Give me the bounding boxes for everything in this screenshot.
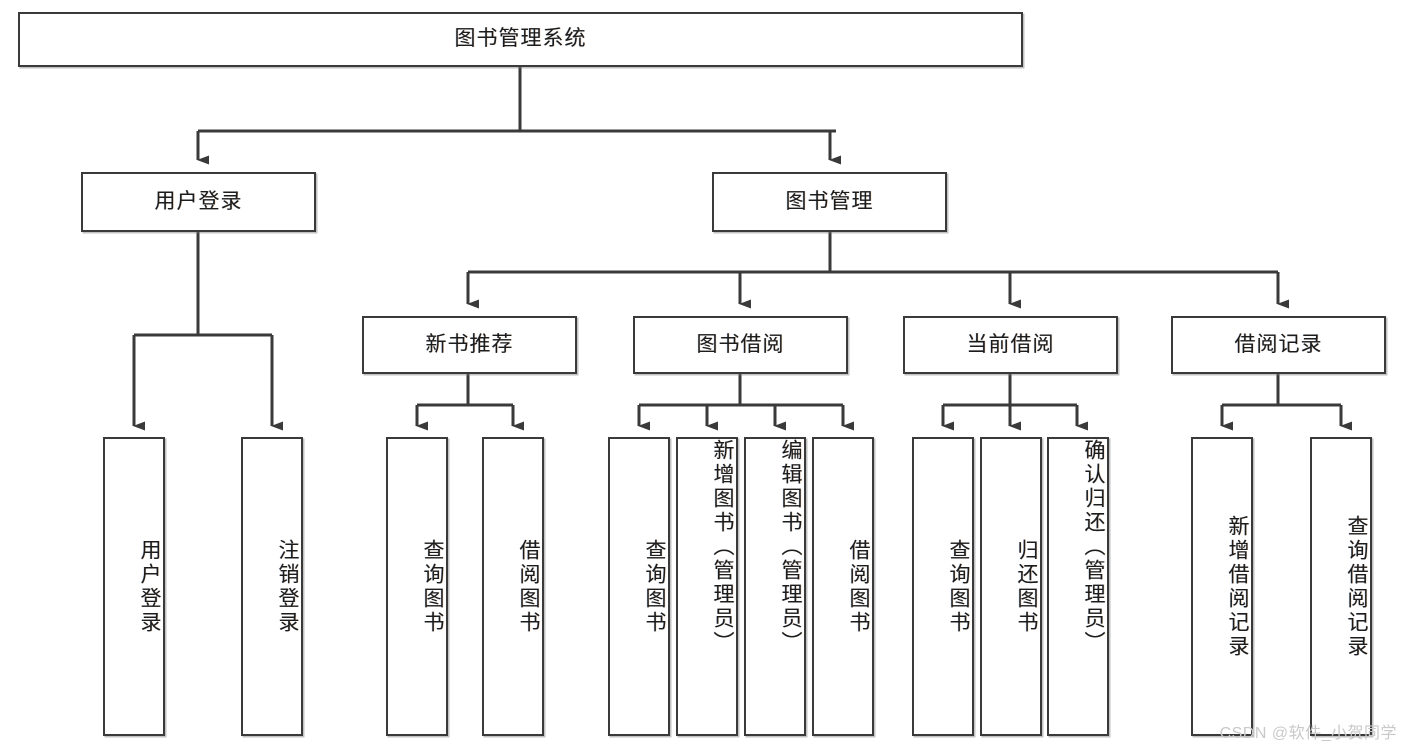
node-current-borrow-label: 当前借阅 [966, 332, 1055, 356]
node-current-borrow[interactable]: 当前借阅 [903, 316, 1118, 374]
leaf-logout[interactable]: 注销登录 [241, 437, 303, 736]
leaf-borrow-book-newbook-label: 借阅图书 [517, 538, 540, 635]
node-borrow-record-label: 借阅记录 [1234, 332, 1323, 356]
node-root-label: 图书管理系统 [454, 27, 587, 51]
leaf-user-login[interactable]: 用户登录 [103, 437, 165, 736]
leaf-logout-label: 注销登录 [276, 538, 299, 635]
leaf-add-book-admin[interactable]: 新增图书（管理员） [676, 437, 738, 736]
node-new-book-recommend[interactable]: 新书推荐 [362, 316, 577, 374]
node-new-book-recommend-label: 新书推荐 [425, 332, 514, 356]
node-user-login[interactable]: 用户登录 [81, 172, 316, 232]
leaf-borrow-book-label: 借阅图书 [847, 538, 870, 635]
leaf-return-book-label: 归还图书 [1015, 538, 1038, 635]
leaf-query-borrow-record-label: 查询借阅记录 [1345, 514, 1368, 659]
leaf-user-login-label: 用户登录 [138, 538, 161, 635]
leaf-return-book[interactable]: 归还图书 [980, 437, 1042, 736]
node-book-management[interactable]: 图书管理 [712, 172, 947, 232]
leaf-add-borrow-record-label: 新增借阅记录 [1226, 514, 1249, 659]
leaf-query-book-borrow-label: 查询图书 [643, 538, 666, 635]
leaf-edit-book-admin-label: 编辑图书（管理员） [779, 439, 802, 655]
leaf-query-book-current[interactable]: 查询图书 [912, 437, 974, 736]
leaf-add-book-admin-label: 新增图书（管理员） [711, 439, 734, 655]
node-borrow-record[interactable]: 借阅记录 [1171, 316, 1386, 374]
node-root[interactable]: 图书管理系统 [18, 12, 1023, 67]
node-user-login-label: 用户登录 [154, 189, 243, 213]
node-book-borrow-label: 图书借阅 [696, 332, 785, 356]
leaf-edit-book-admin[interactable]: 编辑图书（管理员） [744, 437, 806, 736]
leaf-query-borrow-record[interactable]: 查询借阅记录 [1310, 437, 1372, 736]
leaf-confirm-return-admin[interactable]: 确认归还（管理员） [1047, 437, 1109, 736]
leaf-confirm-return-admin-label: 确认归还（管理员） [1082, 439, 1105, 655]
leaf-query-book-borrow[interactable]: 查询图书 [608, 437, 670, 736]
leaf-add-borrow-record[interactable]: 新增借阅记录 [1191, 437, 1253, 736]
leaf-borrow-book-newbook[interactable]: 借阅图书 [482, 437, 544, 736]
leaf-query-book-current-label: 查询图书 [947, 538, 970, 635]
node-book-management-label: 图书管理 [785, 189, 874, 213]
node-book-borrow[interactable]: 图书借阅 [633, 316, 848, 374]
leaf-borrow-book[interactable]: 借阅图书 [812, 437, 874, 736]
leaf-query-book-newbook-label: 查询图书 [421, 538, 444, 635]
leaf-query-book-newbook[interactable]: 查询图书 [386, 437, 448, 736]
